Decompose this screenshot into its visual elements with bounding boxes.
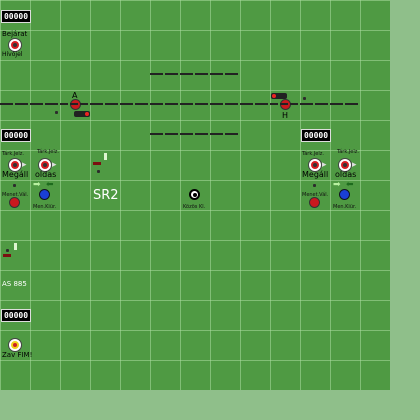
left-stop-button[interactable] [9, 159, 21, 171]
right-route-select-label: Menet.Vál. [302, 192, 329, 198]
right-route-arrow-right-icon: ➡ [333, 180, 341, 190]
right-stop-button[interactable] [309, 159, 321, 171]
track-main-center [90, 103, 270, 105]
as-dot [6, 249, 9, 252]
call-signal-label: Hívójel [2, 51, 23, 58]
right-side-label: oldas [335, 170, 357, 179]
signal-h-dot [303, 97, 306, 100]
right-tank-label: Tárk.Jelz. [302, 151, 324, 157]
track-main-right [300, 103, 360, 105]
as-lamp-icon [14, 243, 17, 250]
left-route-dot [13, 184, 16, 187]
station-lamp-icon [104, 153, 107, 160]
switch-h [270, 103, 300, 105]
track-upper [150, 73, 240, 75]
right-stop-label: Megáll [302, 170, 329, 179]
left-side-arrow-icon: ▸ [52, 160, 57, 170]
left-route-select-button[interactable] [9, 197, 20, 208]
right-route-clear-label: Men.Kiür. [333, 204, 357, 210]
common-release-button[interactable] [189, 189, 200, 200]
left-route-arrow-right-icon: ➡ [33, 180, 41, 190]
as-marker [3, 254, 11, 257]
fault-button[interactable] [9, 339, 21, 351]
as-label: AS 885 [2, 280, 27, 288]
track-board: 00000 00000 00000 00000 Bejárat Hívójel … [0, 0, 390, 390]
right-side-arrow-icon: ▸ [352, 160, 357, 170]
left-side-label: oldas [35, 170, 57, 179]
switch-a [60, 103, 90, 105]
signal-a-dot [55, 111, 58, 114]
fault-label: Zav FIM! [2, 351, 33, 359]
signal-a-label: A [72, 91, 78, 100]
entry-label: Bejárat [2, 30, 28, 38]
entry-call-button[interactable] [9, 39, 21, 51]
right-tank-label-2: Tárk.Jelz. [337, 149, 359, 155]
counter-mid-right: 00000 [301, 129, 331, 142]
right-arrow-right-icon: ▸ [322, 160, 327, 170]
left-route-clear-button[interactable] [39, 189, 50, 200]
left-tank-label: Tárk.Jelz. [2, 151, 24, 157]
left-route-arrow-left-icon: ⬅ [46, 180, 54, 190]
left-stop-label: Megáll [2, 170, 29, 179]
right-route-select-button[interactable] [309, 197, 320, 208]
station-marker [93, 162, 101, 165]
right-route-dot [313, 184, 316, 187]
station-label: SR2 [93, 188, 119, 203]
left-arrow-right-icon: ▸ [22, 160, 27, 170]
common-release-label: Közös Kl. [183, 204, 206, 210]
left-tank-label-2: Tárk.Jelz. [37, 149, 59, 155]
counter-mid-left: 00000 [1, 129, 31, 142]
station-dot [97, 170, 100, 173]
right-side-button[interactable] [339, 159, 351, 171]
track-lower [150, 133, 240, 135]
signal-a-lamp-icon [74, 111, 90, 117]
counter-top-left: 00000 [1, 10, 31, 23]
right-route-clear-button[interactable] [339, 189, 350, 200]
left-route-clear-label: Men.Kiür. [33, 204, 57, 210]
counter-bottom-left: 00000 [1, 309, 31, 322]
left-side-button[interactable] [39, 159, 51, 171]
right-route-arrow-left-icon: ⬅ [346, 180, 354, 190]
signal-h-label: H [282, 111, 289, 120]
left-route-select-label: Menet.Vál. [2, 192, 29, 198]
track-main-left [0, 103, 60, 105]
